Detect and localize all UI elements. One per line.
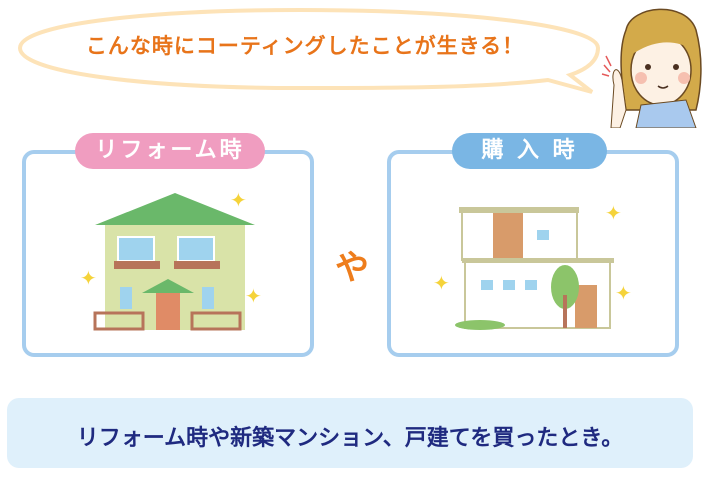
- svg-text:✦: ✦: [615, 281, 632, 305]
- svg-text:✦: ✦: [605, 201, 622, 225]
- connector-text: や: [335, 248, 369, 288]
- speech-bubble: [17, 7, 601, 94]
- bubble-text: こんな時にコーティングしたことが生きる！: [85, 34, 525, 58]
- svg-text:✦: ✦: [433, 271, 450, 295]
- summary-text: リフォーム時や新築マンション、戸建てを買ったとき。: [76, 426, 624, 451]
- svg-text:✦: ✦: [245, 284, 262, 308]
- reform-label: リフォーム時: [75, 133, 265, 169]
- svg-text:✦: ✦: [80, 266, 97, 290]
- summary-box: [7, 398, 693, 468]
- woman-illustration: [601, 8, 702, 128]
- purchase-label: 購 入 時: [452, 133, 607, 169]
- svg-text:✦: ✦: [230, 188, 247, 212]
- new-house-illustration: ✦ ✦ ✦: [433, 201, 632, 330]
- house-illustration: ✦ ✦ ✦: [80, 188, 262, 331]
